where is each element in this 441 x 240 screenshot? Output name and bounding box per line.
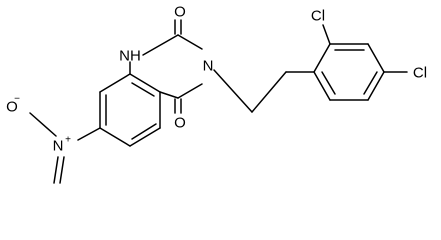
atom-label-o-top: O (174, 4, 186, 21)
charge-plus: + (65, 135, 71, 146)
bond-ar-c1-c2 (313, 43, 331, 73)
bond-ch2-ch2 (251, 71, 287, 113)
bond-nitro-n-o (29, 112, 57, 137)
bond-c6-nitro-n (77, 127, 101, 141)
bond-n3-c4 (177, 83, 203, 99)
atom-label-nitro-n: N (53, 138, 64, 155)
bond-c4a-c8a (129, 73, 161, 93)
bond-nitro-n-o-double-a (53, 156, 59, 184)
pyrimidine-ring (129, 19, 203, 114)
bond-ar-c4-c5 (367, 71, 385, 101)
molecule-structure-diagram: O NH N O N + O − Cl Cl (6, 3, 428, 184)
bond-ar-c4-c5-inner (363, 71, 378, 95)
atom-label-cl-top: Cl (311, 8, 325, 25)
ethyl-linker (213, 69, 315, 113)
benzene-ring-right (313, 24, 408, 101)
atom-label-cl-right: Cl (413, 65, 427, 82)
bond-c8a-c8 (99, 73, 131, 93)
bond-ar-c3-c4 (367, 43, 385, 73)
atom-label-o-bottom: O (174, 115, 186, 132)
atom-label-nh: NH (119, 48, 141, 65)
benzene-ring-left (99, 73, 161, 147)
bond-c4a-c8a-inner (131, 82, 155, 97)
bond-ar-cl-top (322, 24, 331, 45)
molecule-svg: O NH N O N + O − Cl Cl (6, 4, 427, 184)
nitro-group (29, 112, 101, 184)
bond-c4-c4a (159, 91, 179, 99)
atom-label-n3: N (203, 58, 214, 75)
bond-c6-c5-inner (131, 123, 157, 140)
bond-nh-c2 (142, 34, 179, 56)
bond-c6-c5 (129, 127, 161, 147)
charge-minus: − (14, 94, 20, 105)
bond-c7-c6 (99, 127, 131, 147)
bond-ar-c6-c1 (313, 71, 331, 101)
bond-ar-c6-c1-inner (321, 71, 336, 95)
bond-n3-ch2 (213, 69, 253, 113)
bond-nitro-n-o-double-b (59, 156, 65, 184)
atom-label-nitro-o: O (6, 99, 18, 116)
bond-c2-n3 (177, 34, 203, 50)
